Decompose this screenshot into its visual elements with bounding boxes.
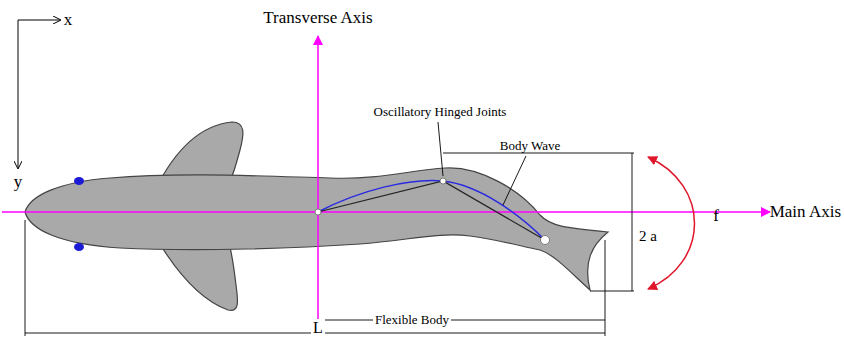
dimension-label: Flexible Body [373,313,451,327]
axis-label: Main Axis [770,203,841,222]
frequency-label: f [713,207,719,226]
axis-letter: x [64,11,73,30]
dimension-label: 2 a [637,228,659,245]
axis-label: Transverse Axis [263,9,372,28]
callout-label: Oscillatory Hinged Joints [374,105,507,119]
axis-letter: y [14,173,23,192]
dimension-label: L [311,319,325,337]
callout-label: Body Wave [500,139,560,153]
